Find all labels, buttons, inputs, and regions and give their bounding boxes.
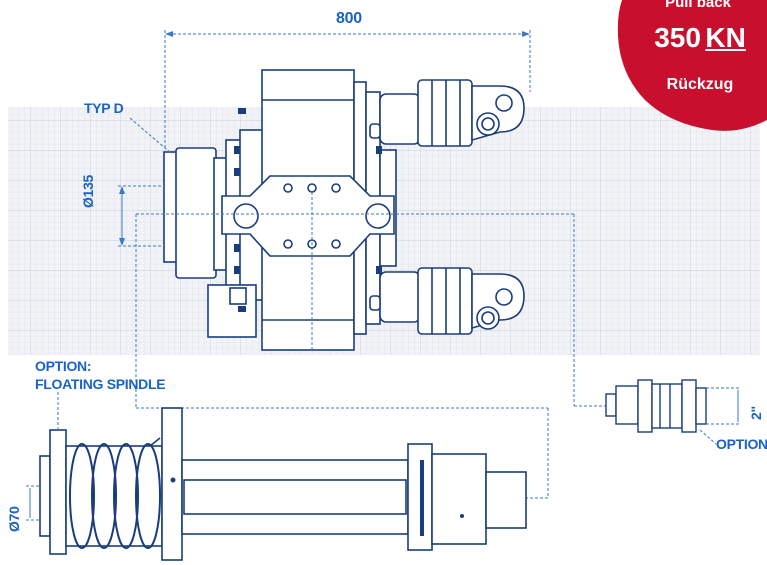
pull-back-badge xyxy=(617,0,767,131)
side-option-drawing xyxy=(605,379,707,433)
badge-force-unit: KN xyxy=(705,22,746,53)
option-heading-line2: FLOATING SPINDLE xyxy=(35,376,166,392)
badge-force-number: 350 xyxy=(654,22,701,53)
bolt-marks xyxy=(234,108,382,312)
badge-top-text: Pull back xyxy=(665,0,731,11)
badge-force: 350 KN xyxy=(650,22,750,54)
option-heading-line1: OPTION: xyxy=(35,358,92,374)
option-connector-lines xyxy=(40,192,616,499)
diameter-70-dimension xyxy=(26,485,40,521)
badge-bottom-text: Rückzug xyxy=(666,76,734,93)
inch-dimension xyxy=(699,387,740,445)
typ-label: TYP D xyxy=(84,100,124,116)
side-option-label: OPTION xyxy=(716,436,767,452)
typ-leader xyxy=(129,117,173,155)
inch-size-label: 2" xyxy=(748,406,764,420)
diameter-135-dimension xyxy=(118,185,164,247)
main-assembly xyxy=(163,69,525,351)
diameter-70-label: Ø70 xyxy=(6,506,22,532)
width-dimension-line xyxy=(164,30,531,148)
spring-coils xyxy=(69,443,161,549)
width-dimension-label: 800 xyxy=(336,10,362,27)
floating-spindle-drawing xyxy=(39,407,527,561)
diameter-135-label: Ø135 xyxy=(80,174,96,208)
